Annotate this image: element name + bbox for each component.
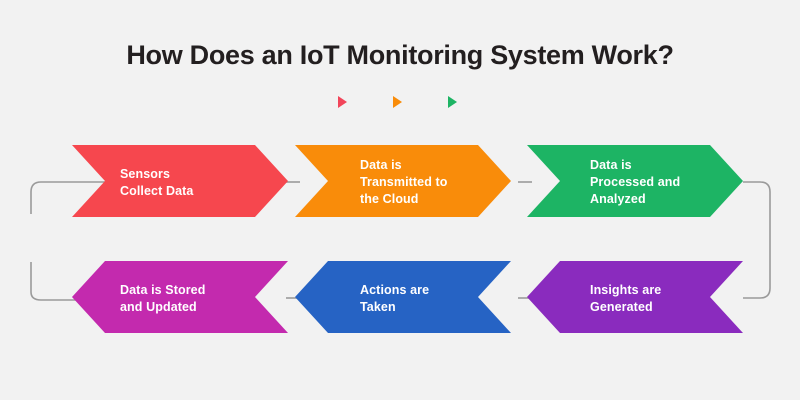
step-label-insights-are-generated: Insights are Generated — [590, 283, 662, 314]
step-label-sensors-collect-data: Sensors Collect Data — [120, 167, 194, 198]
chevron-step-3[interactable] — [527, 145, 743, 217]
triangle-marker-green-icon — [448, 96, 457, 108]
triangle-marker-orange-icon — [393, 96, 402, 108]
chevron-step-6[interactable] — [72, 261, 288, 333]
page-title: How Does an IoT Monitoring System Work? — [126, 40, 674, 70]
connector-left-top — [30, 181, 105, 214]
connector-left-bottom — [30, 262, 105, 301]
step-label-data-processed-and-analyzed: Data is Processed and Analyzed — [590, 158, 681, 206]
step-label-data-stored-and-updated: Data is Stored and Updated — [120, 283, 206, 314]
step-label-data-transmitted-to-cloud: Data is Transmitted to the Cloud — [360, 158, 448, 206]
chevron-step-2[interactable] — [295, 145, 511, 217]
step-label-actions-are-taken: Actions are Taken — [360, 283, 430, 314]
chevron-step-5[interactable] — [295, 261, 511, 333]
connector-right-wrap — [743, 181, 771, 299]
chevron-step-4[interactable] — [527, 261, 743, 333]
chevron-step-1[interactable] — [72, 145, 288, 217]
triangle-marker-red-icon — [338, 96, 347, 108]
